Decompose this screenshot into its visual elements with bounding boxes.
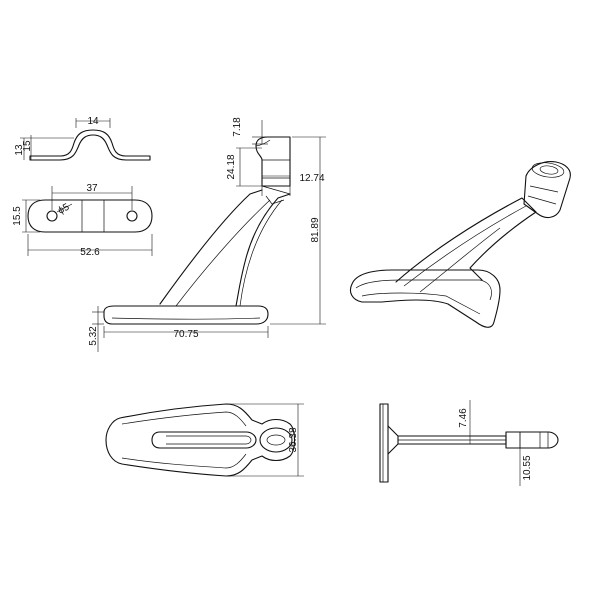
front-elevation-view: 7.18 24.18 12.74 81.89 5.32 70.75 bbox=[88, 117, 326, 352]
top-height-label: 7.18 bbox=[232, 117, 243, 137]
clip-height-b-label: 15 bbox=[22, 140, 33, 152]
side-view: 7.46 10.55 bbox=[379, 400, 559, 486]
tube-diameter-label: 7.46 bbox=[458, 408, 469, 428]
isometric-view bbox=[349, 161, 571, 328]
head-width-label: 12.74 bbox=[299, 173, 324, 184]
plan-outline bbox=[105, 403, 296, 477]
neck-height-label: 24.18 bbox=[226, 154, 237, 179]
base-thickness-label: 5.32 bbox=[88, 326, 99, 346]
plate-hole-right bbox=[126, 210, 138, 222]
clip-plate-view: ϕ5 37 15.5 52.6 bbox=[12, 183, 153, 258]
base-length-label: 70.75 bbox=[173, 329, 198, 340]
iso-head-outline bbox=[523, 161, 571, 219]
plan-end-cap bbox=[259, 427, 293, 453]
base-width-label: 36.38 bbox=[288, 427, 299, 452]
clip-profile-view: 14 13 15 bbox=[14, 116, 151, 161]
plan-view: 36.38 bbox=[105, 403, 304, 477]
hole-spacing-label: 37 bbox=[86, 183, 98, 194]
side-end-cap bbox=[505, 431, 559, 449]
plate-height-label: 15.5 bbox=[12, 206, 23, 226]
iso-base-outline bbox=[349, 269, 501, 328]
arm-outline bbox=[159, 189, 263, 305]
plate-hole-left bbox=[46, 210, 58, 222]
total-height-label: 81.89 bbox=[310, 217, 321, 242]
clip-outline bbox=[29, 129, 151, 161]
head-outline bbox=[255, 136, 291, 187]
plate-outline bbox=[27, 199, 153, 233]
hole-diameter-label: ϕ5 bbox=[56, 201, 71, 216]
clip-width-label: 14 bbox=[87, 116, 99, 127]
plate-length-label: 52.6 bbox=[80, 247, 100, 258]
end-diameter-label: 10.55 bbox=[522, 455, 533, 480]
side-base-plate bbox=[379, 403, 389, 483]
base-outline bbox=[103, 305, 269, 325]
clip-height-a-label: 13 bbox=[14, 144, 25, 156]
iso-arm-outline bbox=[395, 197, 537, 283]
